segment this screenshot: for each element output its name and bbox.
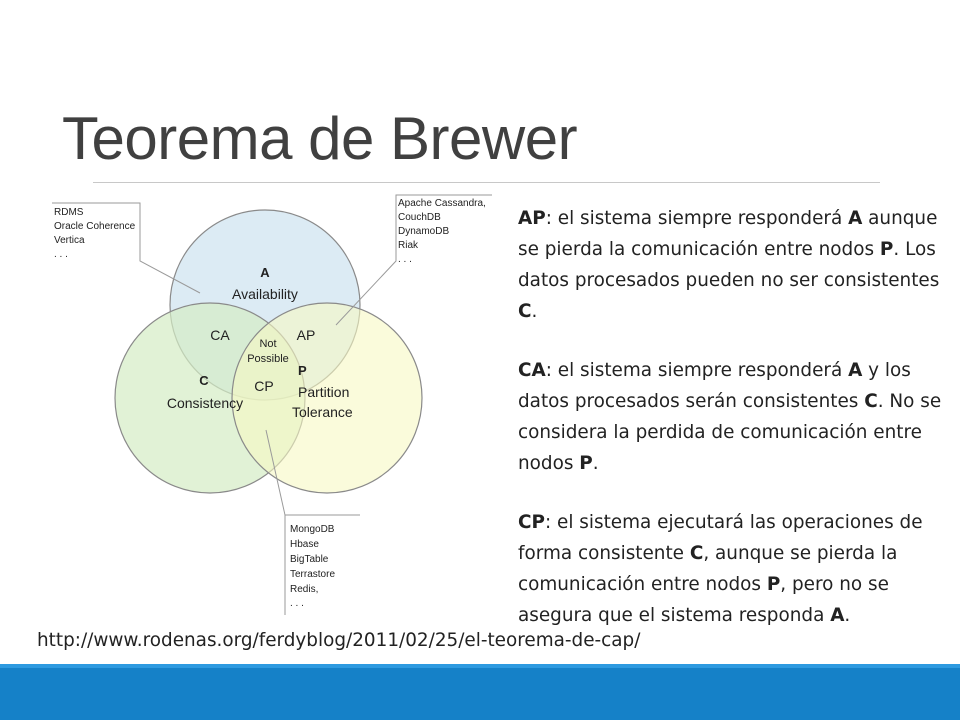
ap-system-item: . . . [398,254,412,265]
bold-term: CA [518,360,546,381]
cp-system-item: Terrastore [290,569,335,580]
text-run: . No se considera la perdida de comunica… [518,391,942,474]
bold-term: AP [518,208,546,229]
ap-systems-list: Apache Cassandra, CouchDB DynamoDB Riak … [398,198,486,265]
bold-term: C [518,301,532,322]
text-run: . [844,605,851,626]
cp-system-item: MongoDB [290,524,335,535]
text-run: . [592,453,599,474]
ap-system-item: CouchDB [398,212,441,223]
not-label: Not [259,338,276,350]
ap-label: AP [297,327,316,343]
partition-label: Partition [298,384,349,400]
ca-system-item: RDMS [54,207,84,218]
ca-system-item: Vertica [54,235,85,246]
bold-term: P [579,453,593,474]
a-letter: A [260,265,270,280]
ca-label: CA [210,327,230,343]
bold-term: C [689,543,704,564]
cp-system-item: . . . [290,598,304,609]
consistency-label: Consistency [167,395,243,411]
ap-paragraph: AP: el sistema siempre responderá A aunq… [518,203,953,327]
bold-term: A [830,605,845,626]
cap-venn-diagram: A Availability C Consistency P Partition… [52,194,492,615]
text-run: , aunque se pierda la comunicación entre… [518,543,898,595]
text-run: . Los datos procesados pueden no ser con… [518,239,940,291]
text-run: : el sistema siempre responderá [545,360,849,381]
availability-label: Availability [232,286,298,302]
c-letter: C [199,373,209,388]
text-run: y los datos procesados serán consistente… [518,360,911,412]
possible-label: Possible [247,353,289,365]
ap-system-item: DynamoDB [398,226,449,237]
footer-accent-bar [0,664,960,668]
bold-term: A [848,360,863,381]
source-link[interactable]: http://www.rodenas.org/ferdyblog/2011/02… [37,630,641,651]
title-divider [93,182,880,183]
tolerance-label: Tolerance [292,404,353,420]
ap-systems-callout [335,194,492,326]
text-run: , pero no se asegura que el sistema resp… [518,574,889,626]
text-run: : el sistema siempre responderá [545,208,849,229]
ca-systems-callout [52,202,201,294]
text-run: : el sistema ejecutará las operaciones d… [518,512,923,564]
bold-term: C [864,391,878,412]
ca-systems-list: RDMS Oracle Coherence Vertica . . . [54,207,136,260]
cap-explanation: AP: el sistema siempre responderá A aunq… [518,203,953,659]
cp-systems-list: MongoDB Hbase BigTable Terrastore Redis,… [290,524,335,609]
bold-term: P [879,239,894,260]
cp-system-item: Hbase [290,539,319,550]
cp-system-item: Redis, [290,584,318,595]
footer-bar [0,668,960,720]
ca-system-item: . . . [54,249,68,260]
p-letter: P [298,363,307,378]
cp-system-item: BigTable [290,554,329,565]
text-run: aunque se pierda la comunicación entre n… [518,208,938,260]
bold-term: A [848,208,863,229]
ca-system-item: Oracle Coherence [54,221,136,232]
bold-term: P [766,574,781,595]
slide-title: Teorema de Brewer [62,105,578,172]
bold-term: CP [518,512,545,533]
cp-paragraph: CP: el sistema ejecutará las operaciones… [518,507,953,631]
cp-systems-callout [265,429,360,615]
ca-paragraph: CA: el sistema siempre responderá A y lo… [518,355,953,479]
ap-system-item: Riak [398,240,419,251]
partition-circle [231,302,423,494]
cp-label: CP [254,378,273,394]
ap-system-item: Apache Cassandra, [398,198,486,209]
text-run: . [531,301,538,322]
